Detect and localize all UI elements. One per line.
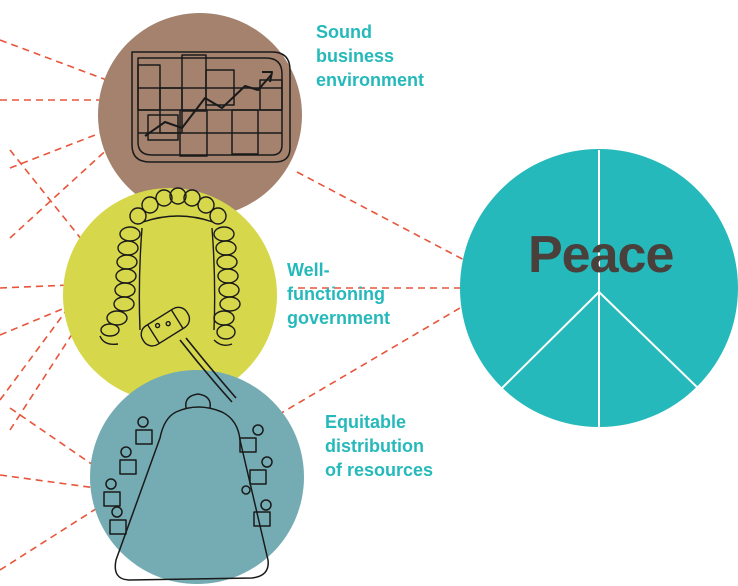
government-circle xyxy=(63,188,277,402)
resources-label: Equitable distribution of resources xyxy=(325,410,433,482)
judge-wig-and-gavel-icon xyxy=(99,187,241,403)
peace-title: Peace xyxy=(528,226,674,284)
government-label-line-2: functioning xyxy=(287,284,385,304)
business-label-line-3: environment xyxy=(316,70,425,90)
growth-chart-icon xyxy=(131,51,291,163)
negotiation-table-icon xyxy=(103,393,273,581)
resources-label-line-3: of resources xyxy=(325,460,434,480)
business-label-line-2: business xyxy=(316,46,395,66)
resources-label-line-1: Equitable xyxy=(325,412,407,432)
resources-label-line-2: distribution xyxy=(325,436,424,456)
government-label: Well- functioning government xyxy=(287,258,390,330)
resources-circle xyxy=(90,370,304,584)
government-label-line-1: Well- xyxy=(287,260,330,280)
business-label: Sound business environment xyxy=(316,20,424,92)
business-label-line-1: Sound xyxy=(316,22,372,42)
peace-sign-icon xyxy=(497,150,703,427)
business-circle xyxy=(98,13,302,217)
government-label-line-3: government xyxy=(287,308,391,328)
